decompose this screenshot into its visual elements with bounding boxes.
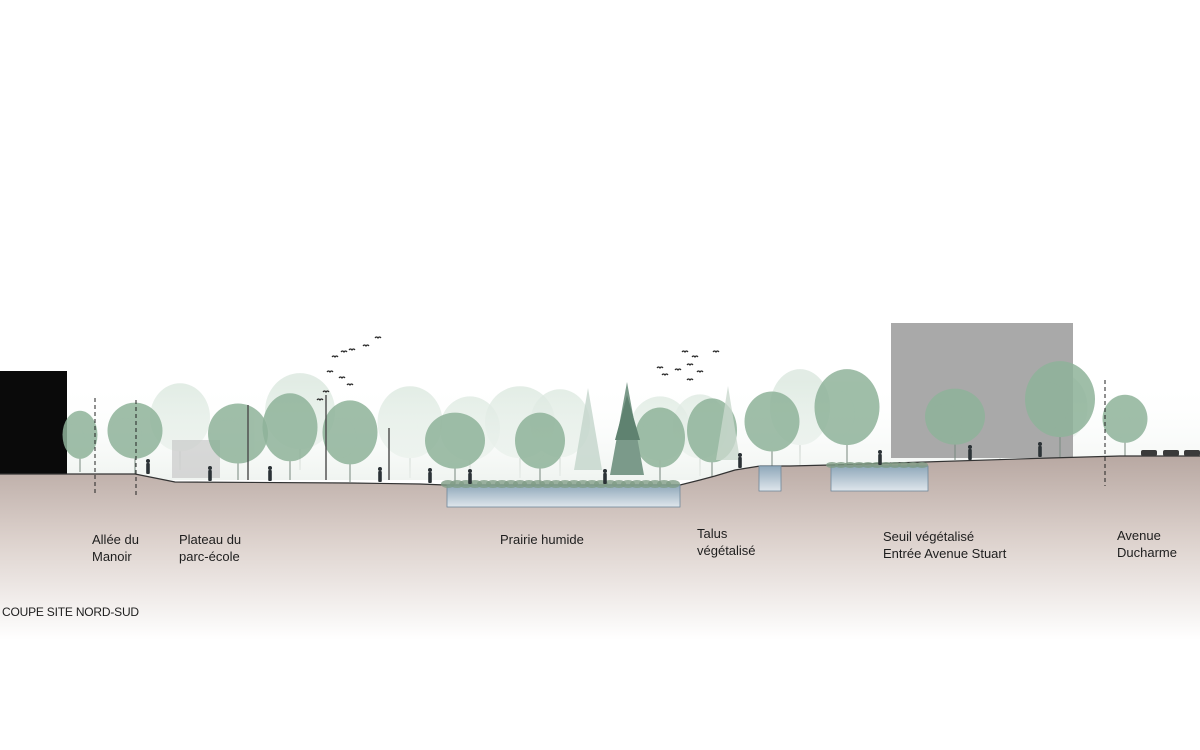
bird xyxy=(696,370,704,373)
birds-flock xyxy=(316,336,720,401)
foreground-tree xyxy=(1025,361,1095,458)
person xyxy=(268,466,272,481)
foreground-tree xyxy=(208,403,268,480)
bird xyxy=(326,370,334,373)
foreground-tree xyxy=(635,407,685,484)
bird xyxy=(681,350,689,353)
foreground-tree xyxy=(107,402,163,474)
drawing-caption: COUPE SITE NORD-SUD xyxy=(2,605,139,619)
bird xyxy=(691,355,699,358)
foreground-tree xyxy=(515,412,565,484)
person xyxy=(468,469,472,484)
bird xyxy=(362,344,370,347)
person xyxy=(378,467,382,482)
bird xyxy=(661,373,669,376)
person xyxy=(428,468,432,483)
bird xyxy=(322,390,330,393)
bird xyxy=(338,376,346,379)
person xyxy=(1038,442,1042,457)
bird xyxy=(374,336,382,339)
section-axes xyxy=(94,380,1106,496)
bird xyxy=(348,348,356,351)
person xyxy=(968,445,972,460)
people-silhouettes xyxy=(146,442,1042,484)
bird xyxy=(656,366,664,369)
building-dark xyxy=(0,371,67,474)
bird xyxy=(674,368,682,371)
foreground-tree xyxy=(925,388,985,460)
bird xyxy=(340,350,348,353)
person xyxy=(146,459,150,474)
bird xyxy=(712,350,720,353)
bird xyxy=(346,383,354,386)
zone-label-avenue-ducharme: Avenue Ducharme xyxy=(1117,528,1177,560)
wetland-vegetation xyxy=(441,462,928,488)
person xyxy=(738,453,742,468)
bird xyxy=(686,363,694,366)
foreground-tree xyxy=(744,391,800,468)
parked-cars xyxy=(1141,450,1200,456)
conifer-trees xyxy=(574,382,740,475)
person xyxy=(878,450,882,465)
person xyxy=(208,466,212,481)
zone-label-allee-du-manoir: Allée du Manoir xyxy=(92,532,139,564)
person xyxy=(603,469,607,484)
foreground-tree xyxy=(262,393,318,480)
foreground-tree xyxy=(62,410,98,472)
bird xyxy=(686,378,694,381)
foreground-trees xyxy=(62,361,1148,484)
foreground-tree xyxy=(814,369,880,466)
bird xyxy=(331,355,339,358)
ground-section xyxy=(0,456,1200,640)
foreground-tree xyxy=(322,400,378,482)
bird xyxy=(316,398,324,401)
foreground-tree xyxy=(425,412,485,484)
zone-label-seuil-vegetalise: Seuil végétalisé Entrée Avenue Stuart xyxy=(883,529,1007,561)
lamp-posts xyxy=(247,395,390,480)
foreground-tree xyxy=(1102,394,1148,456)
zone-label-prairie-humide: Prairie humide xyxy=(500,532,584,547)
zone-label-talus-vegetalise: Talus végétalisé xyxy=(697,526,756,558)
zone-label-plateau-du-parc-ecole: Plateau du parc-école xyxy=(179,532,242,564)
